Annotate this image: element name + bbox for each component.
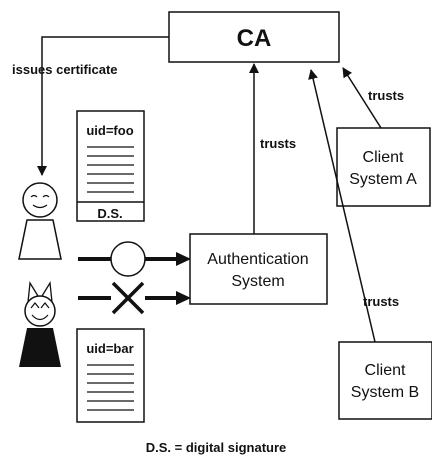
client-b-line2: System B xyxy=(351,384,419,401)
certificate-text-lines xyxy=(87,364,134,411)
blocked-login-arrow xyxy=(78,281,191,315)
ca-box: CA xyxy=(168,11,340,63)
client-system-a-box: Client System A xyxy=(336,127,431,207)
blocked-x-icon xyxy=(111,281,145,315)
attacker-icon xyxy=(19,281,61,367)
client-system-b-box: Client System B xyxy=(338,341,432,420)
digital-signature-label: D.S. xyxy=(97,206,122,221)
ca-label: CA xyxy=(237,25,272,52)
authentication-system-box: Authentication System xyxy=(189,233,328,305)
certificate-uid-foo: uid=foo xyxy=(86,123,133,138)
issues-certificate-label: issues certificate xyxy=(12,62,118,77)
legitimate-login-arrow xyxy=(78,241,191,277)
issues-certificate-arrow xyxy=(37,36,169,176)
client-b-trusts-label: trusts xyxy=(363,294,399,309)
footer-legend: D.S. = digital signature xyxy=(146,440,287,455)
client-a-trusts-label: trusts xyxy=(368,88,404,103)
certificate-uid-bar: uid=bar xyxy=(86,341,133,356)
client-a-trusts-ca-arrow xyxy=(342,67,382,129)
authentication-system-line2: System xyxy=(231,273,284,290)
authentication-system-line1: Authentication xyxy=(207,251,308,268)
client-b-trusts-ca-arrow xyxy=(308,69,376,343)
client-a-line1: Client xyxy=(363,149,404,166)
certificate-bar: uid=bar xyxy=(76,328,145,423)
client-b-line1: Client xyxy=(365,362,406,379)
legitimate-user-icon xyxy=(18,182,62,260)
client-a-line2: System A xyxy=(349,171,417,188)
certificate-foo: uid=foo D.S. xyxy=(76,110,145,222)
certificate-text-lines xyxy=(87,146,134,193)
auth-trusts-label: trusts xyxy=(260,136,296,151)
